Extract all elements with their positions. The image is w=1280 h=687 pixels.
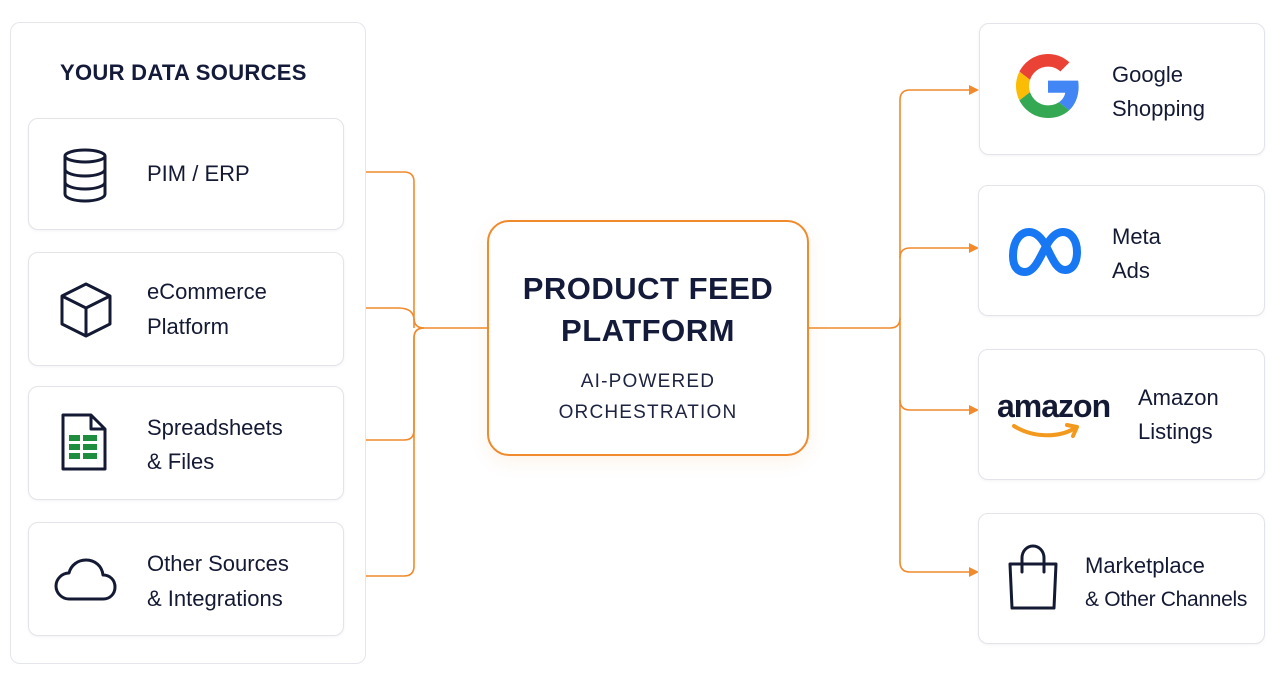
destination-label-line1: Meta [1112,224,1161,249]
platform-title-line1: PRODUCT FEED [522,271,774,306]
destination-card-google-shopping[interactable]: Google Shopping [979,23,1265,155]
destination-label-line1: Marketplace [1085,553,1205,578]
cube-icon [60,282,112,338]
source-label-line1: Spreadsheets [147,415,283,440]
source-label-line1: eCommerce [147,279,267,304]
database-icon [63,148,107,203]
connector-amazon [899,318,979,415]
destination-label-line2: Shopping [1112,96,1205,121]
meta-logo-icon [1009,228,1081,276]
connector-ecommerce [345,307,415,328]
connector-center-out [809,85,979,329]
source-label-line2: & Files [147,449,215,474]
source-card-ecommerce[interactable]: eCommerce Platform [28,252,344,366]
platform-subtitle-line2: ORCHESTRATION [558,402,738,423]
source-card-pim-erp[interactable]: PIM / ERP [28,118,344,230]
cloud-icon [54,558,117,601]
panel-title: YOUR DATA SOURCES [60,60,307,85]
connector-marketplace [899,400,979,577]
destination-card-meta-ads[interactable]: Meta Ads [978,185,1265,316]
spreadsheet-icon [61,413,107,471]
source-card-other[interactable]: Other Sources & Integrations [28,522,344,636]
destination-label-line2: Ads [1112,258,1150,283]
product-feed-platform-box[interactable]: PRODUCT FEED PLATFORM AI-POWERED ORCHEST… [487,220,809,456]
destination-label-line1: Google [1112,62,1183,87]
source-card-spreadsheets[interactable]: Spreadsheets & Files [28,386,344,500]
google-logo-icon [1016,54,1079,118]
source-label-line2: & Integrations [147,586,283,611]
amazon-logo-text: amazon [997,388,1111,424]
source-label: PIM / ERP [147,161,250,186]
connector-other [345,327,425,577]
platform-subtitle: AI-POWERED ORCHESTRATION [489,366,807,428]
destination-label-line2: & Other Channels [1085,588,1248,611]
amazon-logo-icon: amazon [997,388,1117,444]
platform-title-line2: PLATFORM [561,313,735,348]
amazon-smile-icon [1012,423,1079,438]
connector-pim [345,171,487,329]
platform-title: PRODUCT FEED PLATFORM [489,268,807,352]
shopping-bag-icon [1008,544,1058,610]
destination-label-line2: Listings [1138,419,1213,444]
destination-card-marketplace[interactable]: Marketplace & Other Channels [978,513,1265,644]
source-label-line1: Other Sources [147,551,289,576]
source-label-line2: Platform [147,314,229,339]
connector-meta [899,243,979,259]
destination-card-amazon-listings[interactable]: amazon Amazon Listings [978,349,1265,480]
destination-label-line1: Amazon [1138,385,1219,410]
platform-subtitle-line1: AI-POWERED [580,371,716,392]
